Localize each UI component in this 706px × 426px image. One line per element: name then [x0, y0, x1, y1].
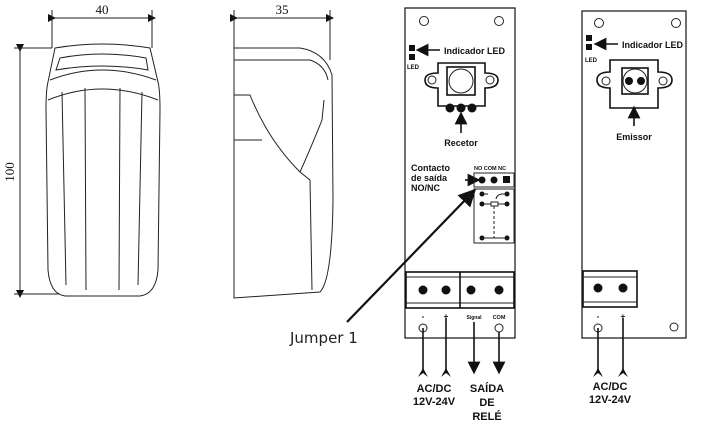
jumper-callout: Jumper 1 [289, 188, 477, 347]
power-label: AC/DC [417, 383, 452, 395]
terminal-label: - [597, 312, 600, 321]
power-label: 12V-24V [589, 394, 632, 406]
power-label: AC/DC [593, 381, 628, 393]
terminal-block [582, 270, 638, 308]
terminal-label: COM [493, 315, 506, 321]
led-indicator-label: Indicador LED [444, 46, 506, 56]
side-view-housing: 35 [230, 2, 334, 299]
contact-label-line: Contacto [411, 163, 450, 173]
relay-output-label: RELÉ [472, 410, 501, 423]
contact-label-line: de saída [411, 173, 448, 183]
led-indicator-label: Indicador LED [622, 40, 684, 50]
contact-label-line: NO/NC [411, 183, 441, 193]
jumper-block [473, 188, 515, 244]
terminal-label: - [422, 312, 425, 321]
led-label: LED [585, 58, 598, 64]
jumper-label: Jumper 1 [289, 329, 358, 347]
front-view-housing: 40 100 [2, 2, 161, 298]
receiver-label: Recetor [444, 138, 478, 148]
terminal-label: + [444, 312, 449, 321]
relay-output-label: SAÍDA [470, 382, 504, 395]
terminal-label: Signal [466, 315, 482, 321]
relay-output-label: DE [479, 397, 494, 409]
width-dimension: 40 [96, 2, 109, 17]
emitter-board: LED Indicador LED Emissor - + AC/DC 12V-… [581, 10, 687, 406]
led-label: LED [407, 65, 420, 71]
height-dimension: 100 [2, 162, 17, 182]
relay-pins-label: NO COM NC [474, 166, 506, 172]
depth-dimension: 35 [276, 2, 289, 17]
power-label: 12V-24V [413, 396, 456, 408]
terminal-label: + [621, 312, 626, 321]
receiver-board: LED Indicador LED Recetor Contacto de sa… [404, 7, 516, 423]
emitter-label: Emissor [616, 132, 652, 142]
